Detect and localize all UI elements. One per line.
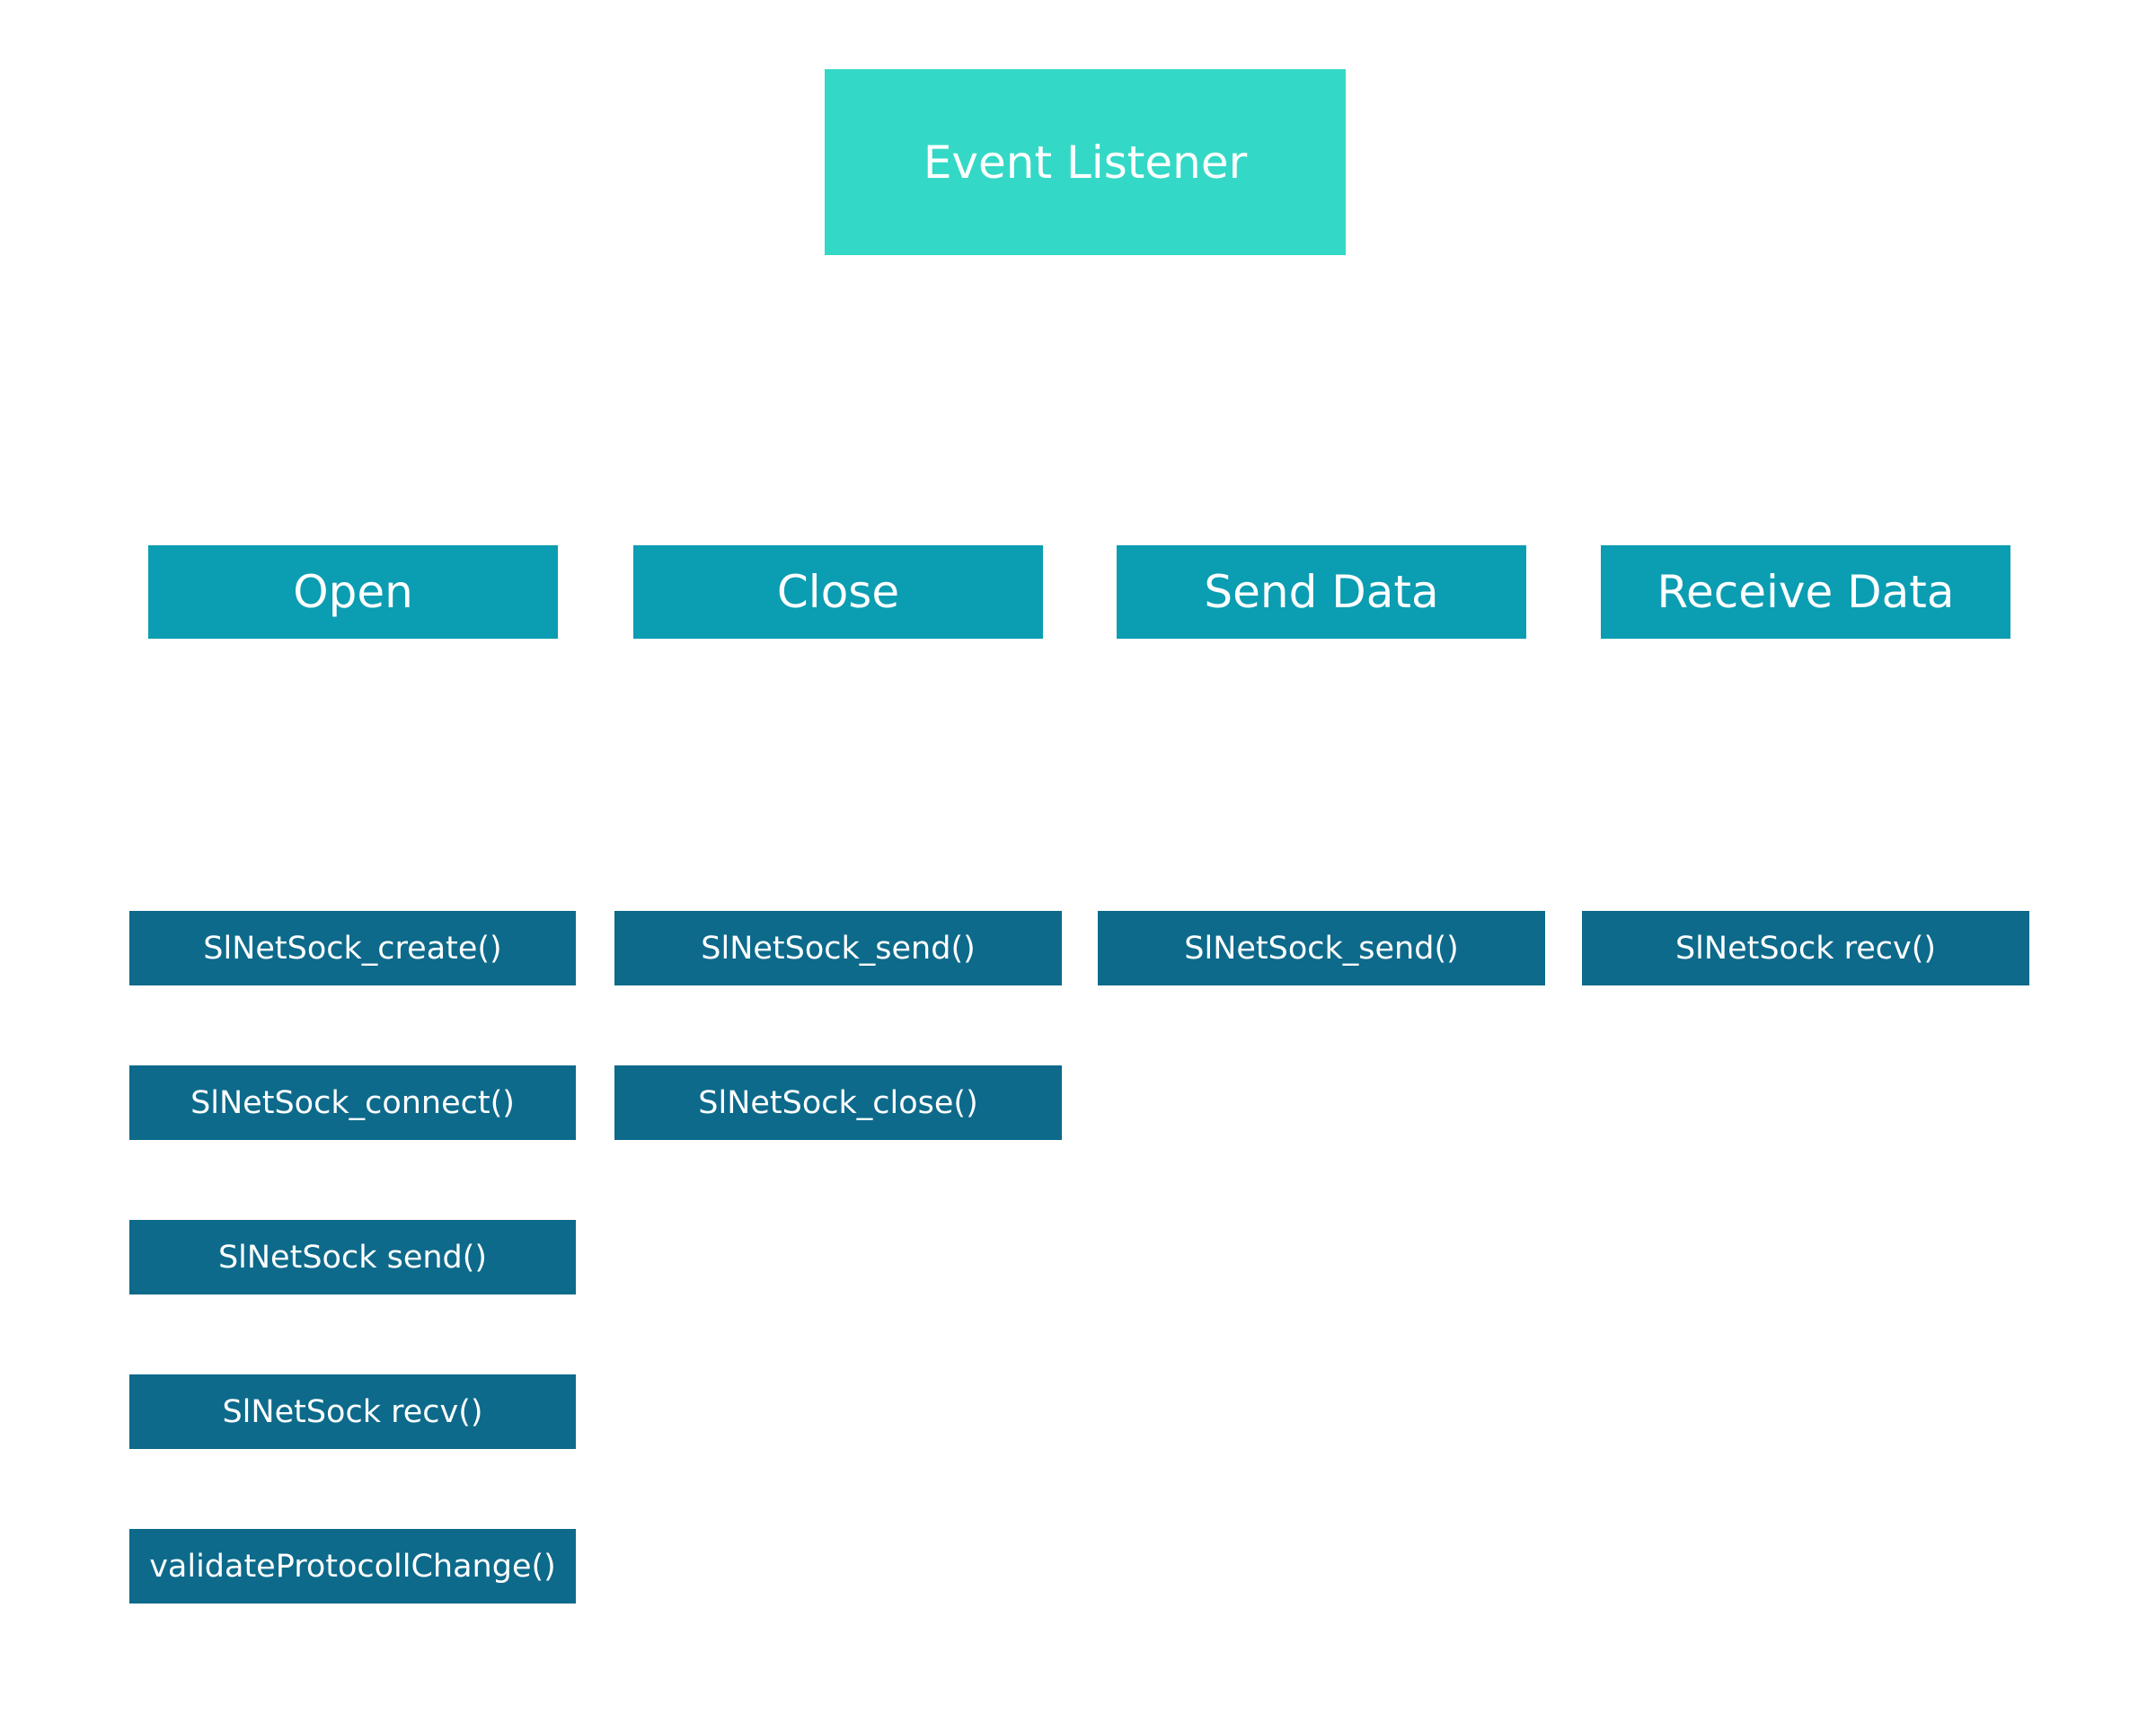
function-node: SlNetSock recv() (1582, 911, 2029, 985)
category-close-node: Close (633, 545, 1043, 639)
function-node: SlNetSock_close() (614, 1065, 1062, 1140)
function-label: SlNetSock_close() (698, 1084, 978, 1121)
category-label: Receive Data (1657, 566, 1955, 618)
function-node: SlNetSock_create() (129, 911, 576, 985)
category-receive-data-node: Receive Data (1601, 545, 2010, 639)
function-node: SlNetSock_send() (614, 911, 1062, 985)
function-label: SlNetSock recv() (222, 1393, 483, 1430)
function-node: SlNetSock send() (129, 1220, 576, 1294)
event-listener-label: Event Listener (923, 136, 1248, 189)
event-listener-node: Event Listener (825, 69, 1346, 255)
function-label: validateProtocollChange() (149, 1548, 556, 1585)
function-label: SlNetSock_send() (1184, 930, 1459, 967)
category-label: Send Data (1204, 566, 1439, 618)
category-label: Close (776, 566, 900, 618)
function-label: SlNetSock recv() (1674, 930, 1937, 967)
function-node: SlNetSock_connect() (129, 1065, 576, 1140)
function-label: SlNetSock send() (217, 1239, 488, 1276)
function-label: SlNetSock_create() (203, 930, 502, 967)
function-node: SlNetSock_send() (1098, 911, 1545, 985)
category-send-data-node: Send Data (1117, 545, 1526, 639)
function-node: SlNetSock recv() (129, 1374, 576, 1449)
function-node: validateProtocollChange() (129, 1529, 576, 1604)
function-label: SlNetSock_send() (701, 930, 976, 967)
function-label: SlNetSock_connect() (190, 1084, 515, 1121)
category-label: Open (293, 566, 413, 618)
category-open-node: Open (148, 545, 558, 639)
